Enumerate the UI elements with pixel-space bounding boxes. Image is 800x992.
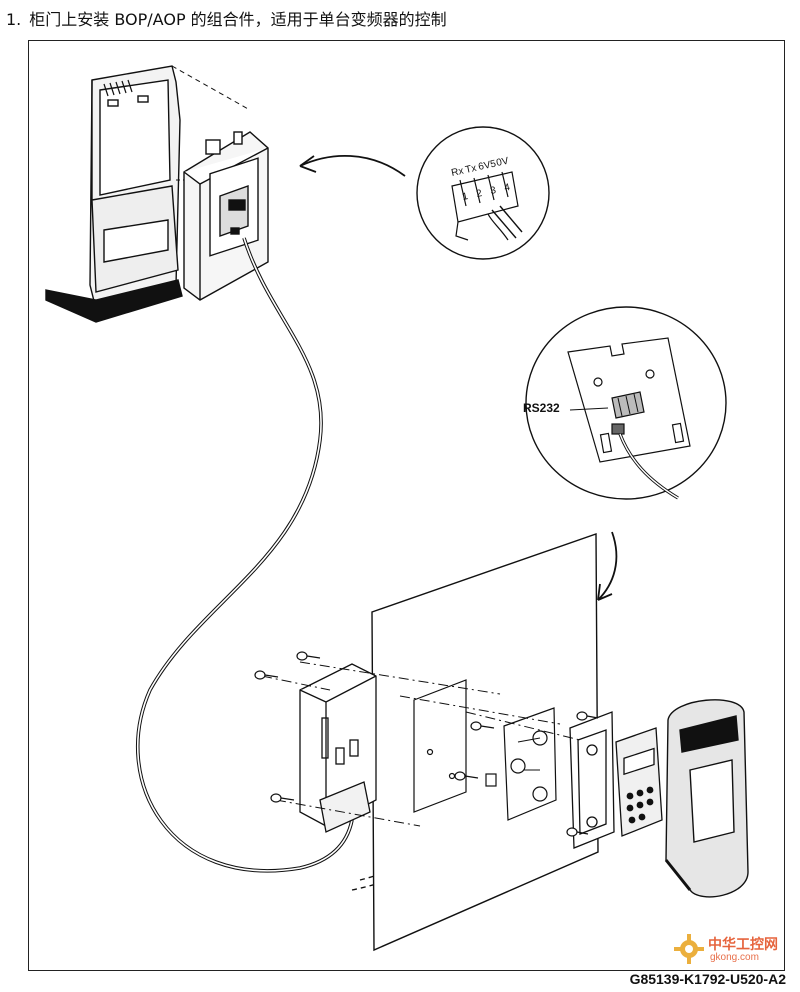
screw-icon xyxy=(470,721,495,731)
terminal-label-rx: Rx xyxy=(450,166,464,179)
terminal-labels: Rx Tx 6V5 0V 1 2 3 4 xyxy=(450,156,511,203)
terminal-number-3: 3 xyxy=(489,185,497,197)
cabinet-door-panel xyxy=(371,531,618,952)
terminal-number-2: 2 xyxy=(475,188,483,200)
terminal-number-4: 4 xyxy=(503,182,511,194)
aop-cover xyxy=(664,699,749,898)
door-adapter xyxy=(183,131,269,301)
bop-keypad xyxy=(615,727,663,837)
rs232-callout xyxy=(525,306,727,500)
terminal-callout: Rx Tx 6V5 0V 1 2 3 4 xyxy=(416,126,550,260)
figure-frame xyxy=(28,40,785,971)
gear-icon xyxy=(674,934,704,964)
alignment-axes xyxy=(261,661,581,827)
watermark-url: gkong.com xyxy=(710,952,759,963)
terminal-number-1: 1 xyxy=(461,191,469,203)
terminal-label-tx: Tx xyxy=(464,163,477,176)
inverter-unit xyxy=(45,65,251,323)
watermark-name: 中华工控网 xyxy=(708,937,778,953)
screw-icon xyxy=(576,711,599,721)
screw-icon xyxy=(296,651,321,661)
heading-text: 柜门上安装 BOP/AOP 的组合件，适用于单台变频器的控制 xyxy=(29,10,447,29)
screw-icon xyxy=(454,771,479,781)
mounting-bracket xyxy=(299,663,377,833)
screw-icon xyxy=(566,827,589,837)
mounting-screws xyxy=(254,651,599,837)
connection-arrow xyxy=(299,154,406,177)
terminal-label-0v: 0V xyxy=(495,156,510,169)
rs232-label: RS232 xyxy=(523,401,560,415)
drawing-code: G85139-K1792-U520-A2 xyxy=(629,971,786,987)
figure-heading: 1. 柜门上安装 BOP/AOP 的组合件，适用于单台变频器的控制 xyxy=(6,6,447,30)
adapter-plate xyxy=(485,707,557,821)
gasket-plate xyxy=(413,679,467,813)
frame-plate xyxy=(569,711,615,849)
screw-icon xyxy=(270,793,295,803)
screw-icon xyxy=(254,670,279,680)
watermark-logo: 中华工控网 gkong.com xyxy=(672,932,792,968)
terminal-label-6v5: 6V5 xyxy=(477,158,497,173)
heading-number: 1. xyxy=(6,10,22,29)
